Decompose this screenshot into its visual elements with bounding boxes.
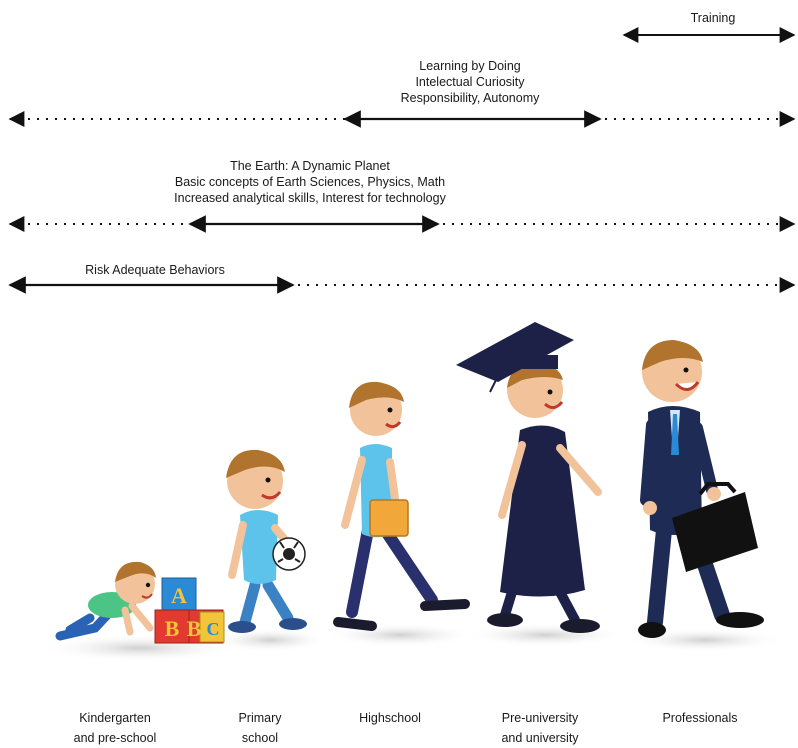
block-letter-a: A — [171, 583, 187, 608]
training-text: Training — [690, 11, 736, 25]
block-letter-b2: B — [187, 616, 202, 641]
stage-professionals-line1: Professionals — [662, 711, 738, 725]
stage-preuniversity-line2: and university — [501, 731, 579, 745]
primary-kid-figure — [226, 449, 307, 633]
baby-figure — [55, 561, 156, 641]
stage-label-preuniversity: Pre-university and university — [475, 708, 605, 748]
highschool-figure — [333, 381, 470, 631]
earth-label-block: The Earth: A Dynamic Planet Basic concep… — [145, 158, 475, 206]
stage-kindergarten-line2: and pre-school — [73, 731, 157, 745]
earth-line-2: Basic concepts of Earth Sciences, Physic… — [174, 175, 446, 189]
stage-label-professionals: Professionals — [640, 708, 760, 728]
risk-text: Risk Adequate Behaviors — [85, 263, 225, 277]
professional-figure — [638, 340, 764, 638]
block-letter-c: C — [207, 619, 220, 639]
stage-label-highschool: Highschool — [340, 708, 440, 728]
training-label: Training — [668, 10, 758, 26]
earth-line-1: The Earth: A Dynamic Planet — [230, 159, 390, 173]
briefcase-icon — [672, 482, 758, 572]
stage-label-kindergarten: Kindergarten and pre-school — [50, 708, 180, 748]
risk-label: Risk Adequate Behaviors — [60, 262, 250, 278]
stage-kindergarten-line1: Kindergarten — [79, 711, 151, 725]
learning-line-2: Intelectual Curiosity — [415, 75, 525, 89]
earth-line-3: Increased analytical skills, Interest fo… — [174, 191, 446, 205]
learning-line-1: Learning by Doing — [419, 59, 521, 73]
graduate-figure — [456, 322, 602, 633]
stage-preuniversity-line1: Pre-university — [501, 711, 579, 725]
learning-line-3: Responsibility, Autonomy — [400, 91, 540, 105]
stage-highschool-line1: Highschool — [359, 711, 421, 725]
abc-blocks — [154, 577, 225, 644]
block-letter-b1: B — [165, 616, 180, 641]
stage-label-primary: Primary school — [215, 708, 305, 748]
stage-primary-line2: school — [241, 731, 279, 745]
learning-label-block: Learning by Doing Intelectual Curiosity … — [360, 58, 580, 106]
stage-primary-line1: Primary — [238, 711, 282, 725]
